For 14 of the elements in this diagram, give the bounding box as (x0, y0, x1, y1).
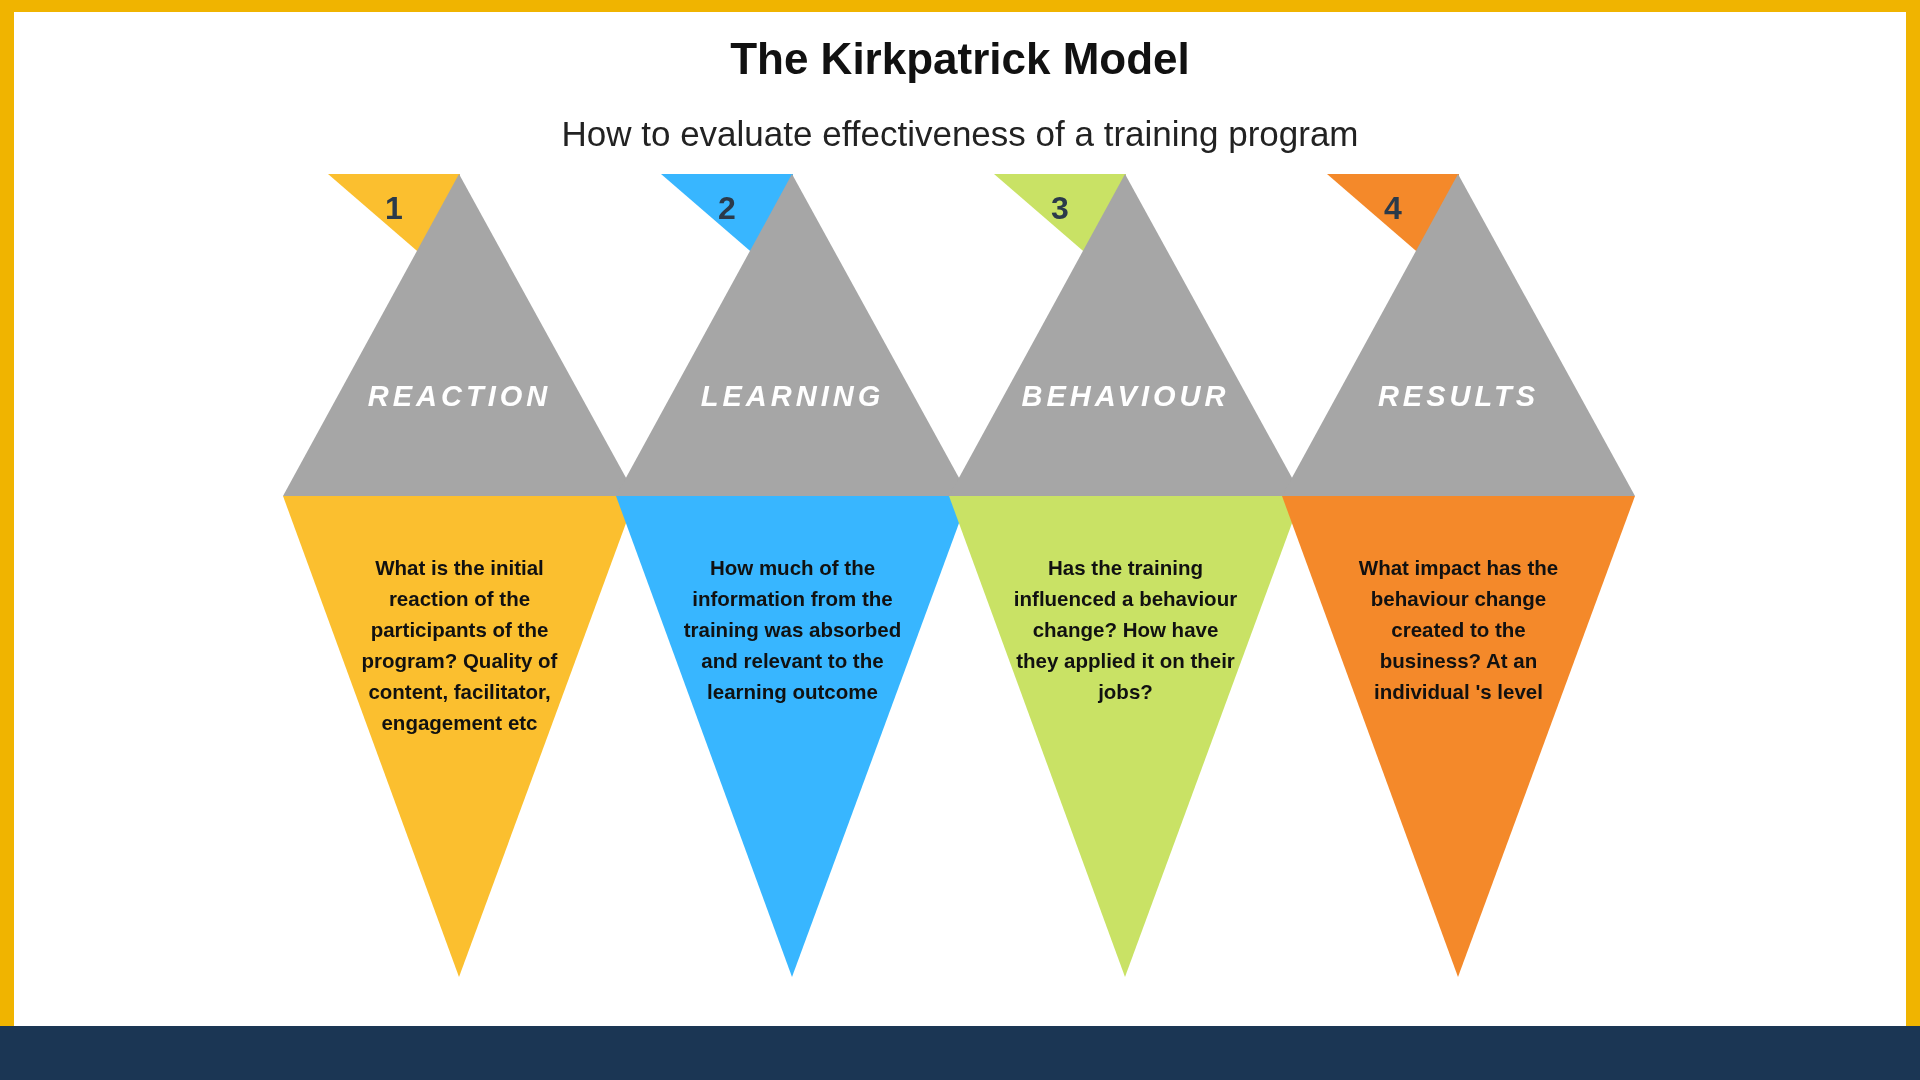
title: The Kirkpatrick Model (729, 34, 1191, 84)
level-description: Has the training influenced a behaviour change? How have they applied it on their jobs? (1012, 555, 1239, 705)
level-name: REACTION (366, 380, 553, 413)
level-name: BEHAVIOUR (1020, 380, 1231, 413)
level-name: LEARNING (699, 380, 886, 413)
level-number: 4 (1383, 190, 1403, 227)
level-number: 2 (717, 190, 737, 227)
level-description: How much of the information from the training was absorbed and relevant to the learning outcome (682, 555, 903, 705)
level-number: 1 (384, 190, 404, 227)
level-description: What is the initial reaction of the participants of the program? Quality of content, facilitator, engagement etc (360, 555, 559, 736)
level-number: 3 (1050, 190, 1070, 227)
subtitle: How to evaluate effectiveness of a training program (560, 114, 1360, 154)
level-description: What impact has the behaviour change created to the business? At an individual 's level (1357, 555, 1560, 705)
level-name: RESULTS (1376, 380, 1541, 413)
